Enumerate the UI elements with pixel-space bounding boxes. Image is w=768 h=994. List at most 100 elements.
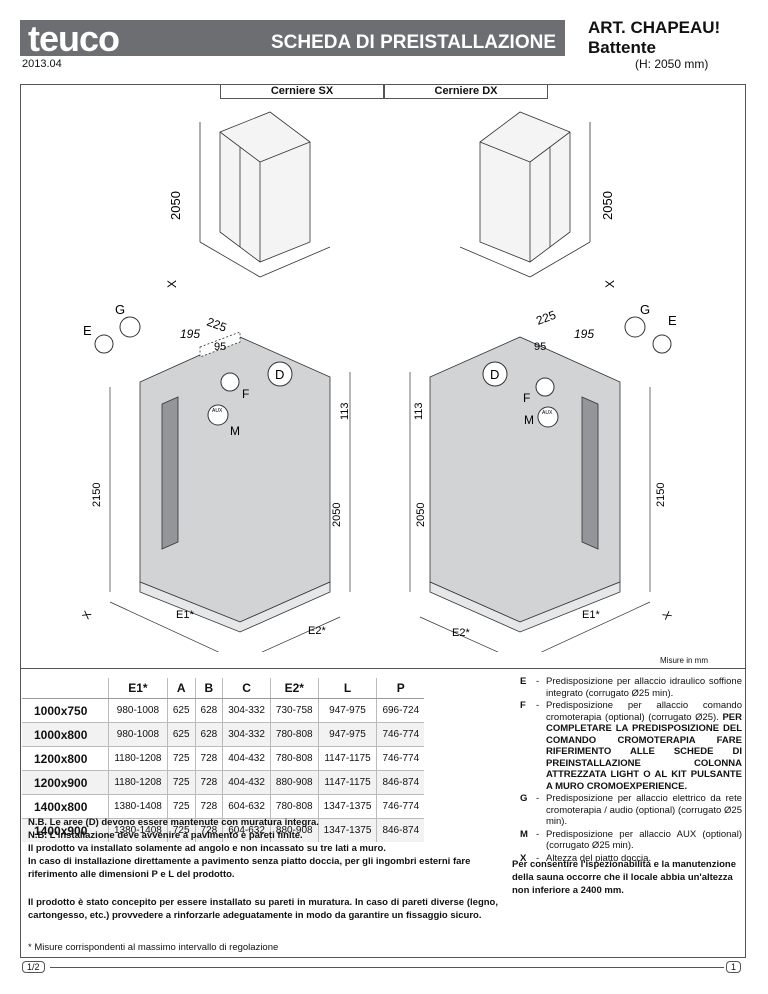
sheet-title: SCHEDA DI PREISTALLAZIONE (270, 32, 556, 53)
label-e2-left: E2* (308, 625, 326, 637)
table-cell: 980-1008 (108, 722, 168, 747)
legend-item: F- Predisposizione per allaccio comando … (520, 700, 742, 792)
table-cell: 947-975 (317, 698, 377, 723)
label-x-large-left: X (80, 609, 94, 622)
label-d-right: D (490, 367, 499, 382)
dim-2050-small-right: 2050 (600, 191, 615, 220)
hinge-right-label: Cerniere DX (384, 84, 548, 99)
label-f-left: F (242, 387, 249, 401)
hinge-left-label: Cerniere SX (220, 84, 384, 99)
legend-item: M- Predisposizione per allaccio AUX (opt… (520, 829, 742, 852)
article-name: ART. CHAPEAU! (588, 18, 721, 37)
label-x-small-right: X (603, 280, 617, 288)
legend: E- Predisposizione per allaccio idraulic… (520, 676, 742, 865)
footnote: * Misure corrispondenti al massimo inter… (28, 942, 279, 953)
table-cell: 1347-1375 (317, 794, 377, 819)
table-header-row: E1* A B C E2* L P (22, 678, 425, 699)
label-e-right: E (668, 313, 677, 328)
table-cell: 947-975 (317, 722, 377, 747)
label-d-left-circle (267, 361, 293, 387)
wall-left-large (139, 331, 331, 633)
installation-notes: N.B. Le aree (D) devono essere mantenute… (28, 816, 498, 881)
label-g-left: G (115, 302, 125, 317)
legend-bold-text: PER COMPLETARE LA PREDISPOSIZIONE DEL CO… (546, 711, 742, 792)
dimension-lines-left (109, 372, 351, 652)
aux-icon-right (537, 406, 559, 428)
label-m-right: M (524, 413, 534, 427)
label-e1-right: E1* (582, 609, 600, 621)
article-variant: Battente (588, 38, 657, 57)
table-cell: 880-908 (269, 818, 319, 842)
dim-2150-right: 2150 (655, 483, 667, 507)
table-row: 1400x900 1380-1408 725 728 604-632 880-9… (22, 818, 425, 842)
table-row: 1200x800 1180-1208 725 728 404-432 780-8… (22, 746, 425, 771)
table-cell: 725 (166, 818, 196, 842)
shower-icon-right (652, 334, 672, 354)
table-cell: 304-332 (222, 722, 271, 747)
dim-113-right: 113 (413, 402, 425, 420)
small-enclosure-right (459, 111, 591, 278)
table-cell: 625 (166, 698, 196, 723)
note-5: Il prodotto è stato concepito per essere… (28, 897, 498, 921)
table-row: 1400x800 1380-1408 725 728 604-632 780-8… (22, 794, 425, 819)
table-row: 1000x800 980-1008 625 628 304-332 780-80… (22, 722, 425, 747)
dim-95-right: 95 (534, 341, 546, 353)
table-cell: 604-632 (222, 818, 271, 842)
legend-item: G- Predisposizione per allaccio elettric… (520, 793, 742, 828)
label-x-large-right: X (659, 610, 673, 623)
label-m-left: M (230, 424, 240, 438)
table-cell: 880-908 (269, 770, 319, 795)
legend-dash: - (536, 793, 540, 804)
legend-dash: - (536, 828, 540, 840)
power-icon-left (119, 316, 141, 338)
units-note: Misure in mm (660, 656, 709, 665)
table-header-cell: L (317, 678, 377, 699)
legend-text: Predisposizione per allaccio AUX (option… (546, 828, 742, 852)
label-d-right-circle (482, 361, 508, 387)
table-cell: 746-774 (376, 794, 425, 819)
dim-195-right: 195 (574, 327, 594, 341)
table-cell: 1000x800 (22, 722, 109, 747)
note-2: N.B. L'installazione deve avvenire a pav… (28, 830, 303, 841)
aux-label-left: AUX (212, 408, 223, 414)
table-cell: 728 (194, 746, 223, 771)
aux-label-right: AUX (542, 410, 553, 416)
table-cell: 846-874 (376, 818, 425, 842)
table-cell: 696-724 (376, 698, 425, 723)
dim-195-left: 195 (180, 327, 200, 341)
power-icon-right (624, 316, 646, 338)
table-cell: 746-774 (376, 746, 425, 771)
small-enclosure-left (199, 111, 331, 278)
light-icon-right (535, 377, 555, 397)
table-cell: 1400x900 (22, 818, 109, 842)
header-bar (20, 20, 565, 56)
table-cell: 1180-1208 (108, 746, 168, 771)
legend-key: X (520, 852, 527, 864)
label-x-small-left: X (165, 280, 179, 288)
table-row: 1000x750 980-1008 625 628 304-332 730-75… (22, 698, 425, 723)
legend-item: X- Altezza del piatto doccia. (520, 853, 742, 865)
table-cell: 846-874 (376, 770, 425, 795)
legend-text-block: Predisposizione per allaccio comando cro… (546, 700, 742, 792)
table-cell: 304-332 (222, 698, 271, 723)
table-cell: 725 (166, 770, 196, 795)
table-cell: 1147-1175 (317, 746, 377, 771)
table-header-cell: E1* (108, 678, 168, 699)
dimension-lines-right (409, 372, 651, 652)
table-cell: 1380-1408 (108, 818, 168, 842)
section-divider (20, 668, 746, 669)
dim-2050-left: 2050 (331, 503, 343, 527)
legend-dash: - (536, 700, 540, 711)
label-d-left: D (275, 367, 284, 382)
legend-dash: - (536, 852, 540, 864)
legend-text: Predisposizione per allaccio idraulico s… (546, 676, 742, 699)
installation-diagram: 2050 X 2050 X 2150 2050 113 (80, 111, 677, 652)
table-header-cell: B (194, 678, 223, 699)
dim-2150-left: 2150 (91, 483, 103, 507)
table-cell: 404-432 (222, 746, 271, 771)
note-1: N.B. Le aree (D) devono essere mantenute… (28, 817, 319, 828)
document-date: 2013.04 (22, 58, 62, 70)
dim-113-left: 113 (339, 402, 351, 420)
note-4: In caso di installazione direttamente a … (28, 856, 471, 880)
sauna-note: Per consentire l'ispezionabilità e la ma… (512, 859, 736, 896)
